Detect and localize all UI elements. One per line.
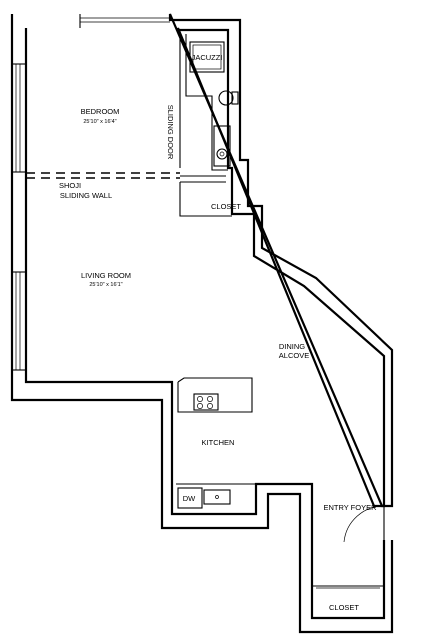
closet-upper <box>179 182 232 217</box>
inner-wall <box>24 27 386 620</box>
entry-foyer-label: ENTRY FOYER <box>323 503 377 512</box>
bedroom-size: 25'10" x 16'4" <box>83 119 116 125</box>
closet-lower <box>312 585 384 589</box>
outer-wall <box>10 13 394 634</box>
kitchen-label: KITCHEN <box>202 438 235 447</box>
vanity <box>213 125 231 167</box>
toilet-icon <box>218 90 234 106</box>
living-room-label: LIVING ROOM <box>81 271 131 280</box>
bathroom <box>179 34 239 171</box>
kitchen-lower-counter <box>176 483 256 509</box>
jacuzzi-label: JACUZZI <box>192 53 223 62</box>
closet-upper-label: CLOSET <box>211 202 241 211</box>
jacuzzi-tub <box>189 41 225 73</box>
shoji-label-line1: SHOJI <box>59 181 81 190</box>
entry-door <box>343 505 385 556</box>
dining-label-line2: ALCOVE <box>279 351 309 360</box>
dishwasher-box <box>177 487 203 509</box>
closet-lower-label: CLOSET <box>329 603 359 612</box>
shoji-sliding-wall <box>26 172 226 183</box>
sliding-door-label: SLIDING DOOR <box>166 105 175 160</box>
living-room-size: 25'10" x 16'1" <box>89 282 122 288</box>
window-top <box>79 14 170 28</box>
bedroom-label: BEDROOM <box>81 107 120 116</box>
window-left-upper <box>12 63 26 173</box>
kitchen-counter <box>177 377 253 413</box>
dining-label-line1: DINING <box>279 342 305 351</box>
dishwasher-label: DW <box>183 494 196 503</box>
kitchen-sink-icon <box>203 489 231 505</box>
shoji-label-line2: SLIDING WALL <box>60 191 112 200</box>
range-icon <box>193 393 219 411</box>
sink-icon <box>216 148 228 160</box>
window-left-lower <box>12 271 26 371</box>
